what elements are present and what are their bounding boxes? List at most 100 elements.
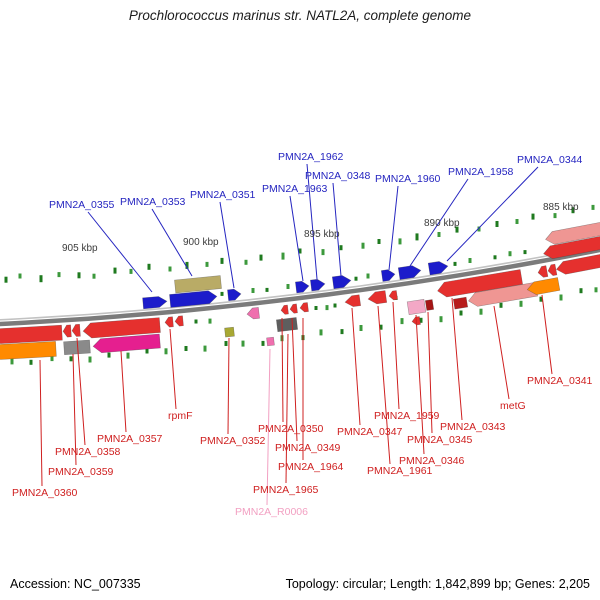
feature-tick — [579, 288, 583, 294]
feature-tick — [203, 345, 207, 352]
gene-label: PMN2A_1964 — [278, 461, 344, 473]
feature-tick — [107, 352, 111, 358]
feature-tick — [281, 252, 285, 260]
feature-tick — [468, 258, 472, 263]
gene-arrow[interactable] — [276, 317, 298, 333]
gene-arrow[interactable] — [92, 333, 161, 353]
gene-arrow[interactable] — [71, 323, 81, 337]
gene-label: PMN2A_1960 — [375, 173, 441, 185]
gene-arrow[interactable] — [406, 299, 427, 315]
feature-tick — [539, 296, 543, 302]
gene-label: PMN2A_0344 — [517, 154, 583, 166]
leader-line — [451, 297, 463, 421]
gene-label: PMN2A_1965 — [253, 484, 319, 496]
genome-track[interactable] — [0, 247, 600, 327]
scale-label: 905 kbp — [62, 243, 98, 254]
gene-arrow[interactable] — [380, 269, 396, 282]
feature-tick — [113, 267, 117, 274]
gene-label: PMN2A_0349 — [275, 442, 341, 454]
feature-tick — [29, 359, 33, 365]
feature-tick — [479, 308, 483, 315]
feature-tick — [439, 316, 443, 323]
gene-arrow[interactable] — [174, 315, 184, 327]
leader-line — [289, 195, 304, 282]
gene-arrow[interactable] — [295, 280, 310, 294]
feature-tick — [333, 303, 337, 308]
gene-label: PMN2A_0347 — [337, 426, 403, 438]
feature-tick — [459, 310, 463, 316]
gene-arrow[interactable] — [280, 304, 289, 315]
gene-arrow[interactable] — [344, 294, 361, 308]
feature-tick — [515, 219, 519, 224]
gene-arrow[interactable] — [397, 264, 422, 280]
leader-line — [446, 166, 539, 262]
feature-tick — [298, 248, 302, 254]
gene-arrow[interactable] — [526, 277, 561, 297]
gene-label: PMN2A_0355 — [49, 199, 115, 211]
feature-tick — [314, 306, 318, 310]
gene-label: PMN2A_0357 — [97, 433, 163, 445]
gene-arrow[interactable] — [227, 288, 242, 302]
gene-arrow[interactable] — [537, 265, 549, 278]
gene-arrow[interactable] — [555, 253, 600, 276]
leader-line — [285, 333, 289, 484]
gene-arrow[interactable] — [82, 317, 161, 339]
gene-arrow[interactable] — [424, 299, 435, 311]
gene-arrow[interactable] — [0, 341, 57, 360]
feature-tick — [453, 261, 457, 266]
feature-tick — [419, 317, 423, 323]
gene-arrow[interactable] — [542, 235, 600, 261]
feature-tick — [251, 288, 255, 293]
gene-arrow[interactable] — [266, 336, 275, 347]
feature-tick — [477, 226, 481, 232]
feature-tick — [261, 340, 265, 346]
gene-label: PMN2A_0351 — [190, 189, 256, 201]
gene-arrow[interactable] — [332, 274, 352, 290]
gene-arrow[interactable] — [63, 339, 91, 356]
feature-tick — [185, 261, 189, 269]
leader-line — [392, 301, 400, 410]
feature-tick — [354, 276, 358, 281]
gene-arrow[interactable] — [142, 296, 168, 310]
leader-line — [427, 311, 433, 434]
gene-arrow[interactable] — [427, 260, 449, 276]
leader-line — [388, 185, 399, 271]
feature-tick — [205, 261, 209, 267]
gene-arrow[interactable] — [388, 290, 398, 301]
feature-tick — [340, 329, 344, 335]
feature-tick — [325, 305, 329, 311]
gene-arrow[interactable] — [0, 324, 63, 344]
gene-arrow[interactable] — [299, 302, 309, 313]
feature-tick — [88, 356, 92, 363]
gene-arrow[interactable] — [367, 290, 388, 305]
gene-arrow[interactable] — [62, 324, 72, 338]
gene-arrow[interactable] — [452, 296, 469, 310]
gene-arrow[interactable] — [436, 269, 523, 298]
gene-label: PMN2A_R0006 — [235, 506, 308, 518]
gene-arrow[interactable] — [310, 278, 326, 292]
gene-arrow[interactable] — [169, 290, 218, 308]
feature-tick — [455, 226, 459, 233]
gene-label: rpmF — [168, 410, 193, 422]
gene-arrow[interactable] — [547, 263, 558, 276]
feature-tick — [553, 213, 557, 219]
gene-label: metG — [500, 400, 526, 412]
leader-line — [541, 294, 553, 375]
feature-tick — [220, 291, 224, 296]
gene-label: PMN2A_0360 — [12, 487, 78, 499]
gene-arrow[interactable] — [174, 275, 222, 294]
gene-arrow[interactable] — [224, 326, 235, 338]
leader-line — [39, 359, 43, 487]
leader-line — [306, 163, 318, 280]
feature-tick — [591, 204, 595, 210]
feature-tick — [168, 266, 172, 272]
gene-arrow[interactable] — [164, 316, 174, 328]
gene-arrow[interactable] — [289, 303, 298, 314]
gene-arrow[interactable] — [544, 221, 600, 246]
feature-tick — [164, 348, 168, 355]
feature-tick — [339, 245, 343, 251]
scale-label: 890 kbp — [424, 218, 460, 229]
gene-arrow[interactable] — [246, 307, 260, 320]
feature-tick — [495, 221, 499, 227]
